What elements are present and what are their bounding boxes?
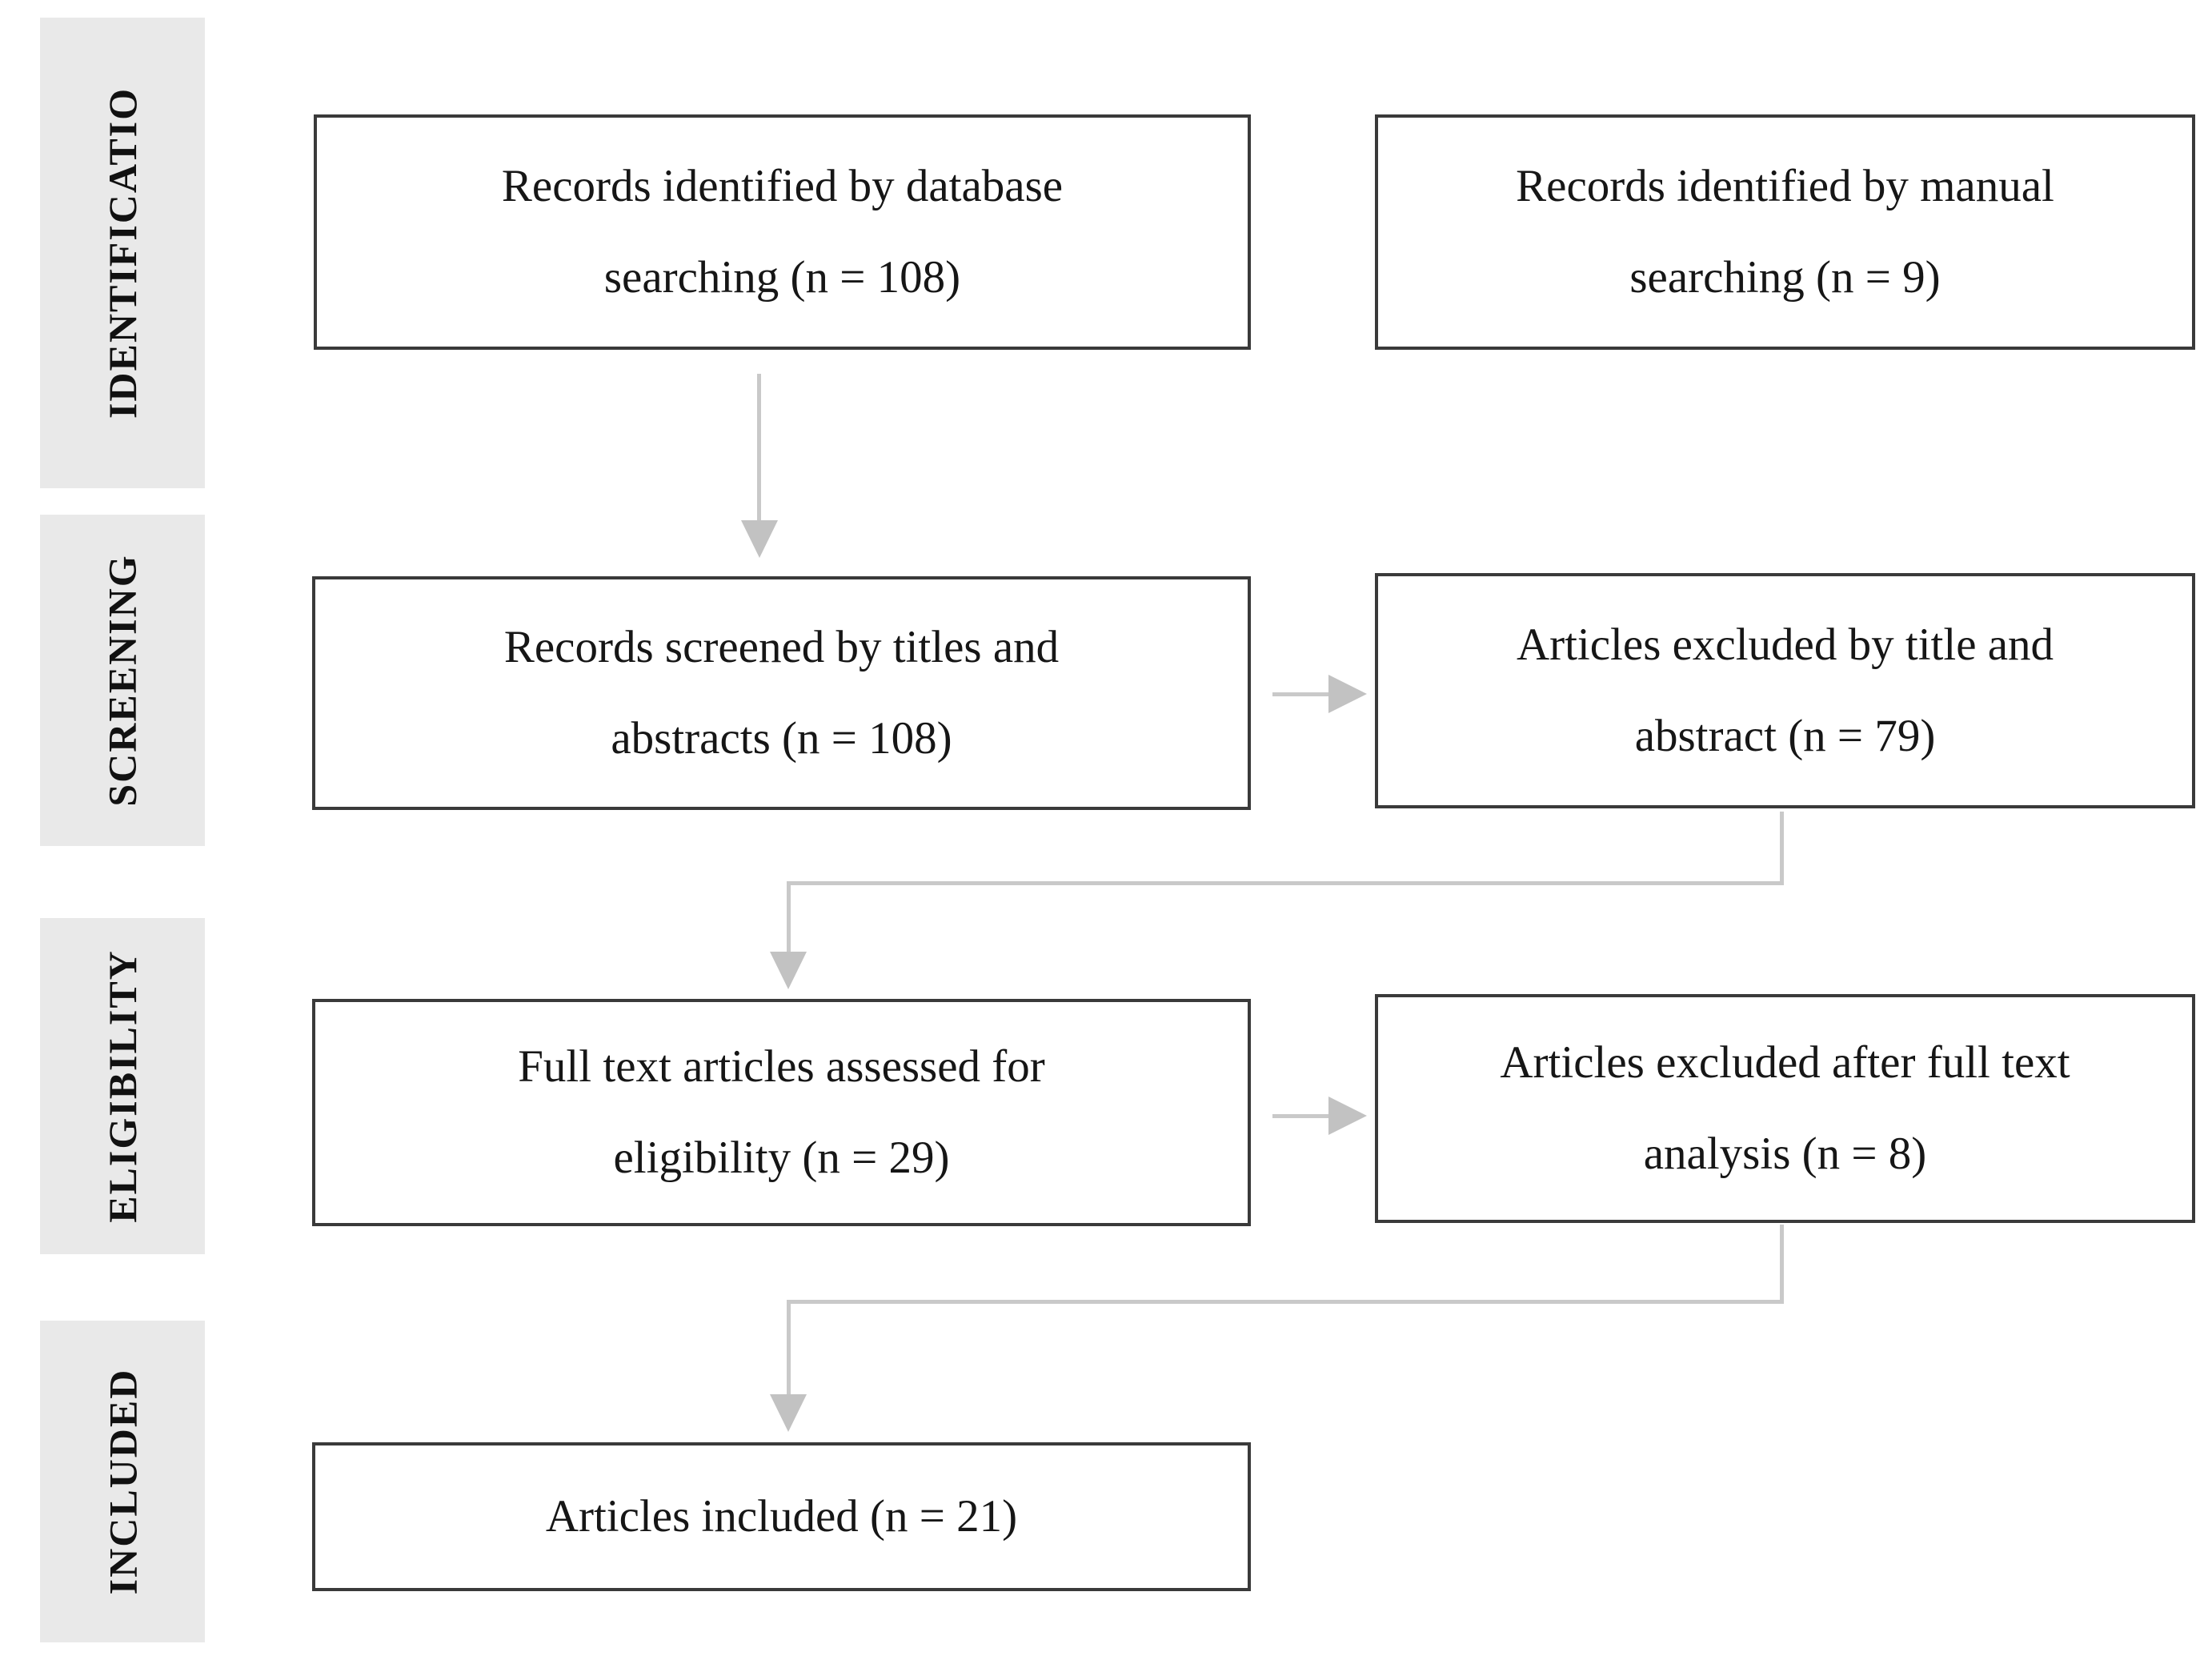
arrowhead-down-icon [770, 1394, 807, 1432]
flow-box-articles-included: Articles included (n = 21) [312, 1442, 1251, 1591]
arrow-line-screened-to-excluded [1272, 692, 1330, 696]
arrowhead-down-icon [770, 952, 807, 989]
flow-box-text-line: Articles excluded after full text [1500, 1037, 2070, 1088]
flow-box-text-line: abstract (n = 79) [1634, 711, 1936, 761]
stage-label-eligibility-text: ELIGIBILITY [100, 949, 145, 1223]
arrowhead-right-icon [1328, 1097, 1367, 1135]
flow-box-text-line: Records screened by titles and [503, 622, 1060, 672]
stage-label-included: INCLUDED [40, 1321, 205, 1642]
arrow-line-fulltext-to-excluded [1272, 1114, 1330, 1118]
stage-label-identification: IDENTIFICATIO [40, 18, 205, 488]
stage-label-screening: SCREENING [40, 515, 205, 846]
flow-box-records-identified-manual: Records identified by manual searching (… [1375, 114, 2195, 350]
flow-box-text-line: Articles excluded by title and [1516, 619, 2054, 670]
flow-box-articles-excluded-fulltext: Articles excluded after full text analys… [1375, 994, 2195, 1223]
stage-label-screening-text: SCREENING [100, 554, 146, 807]
flow-box-text-line: Records identified by manual [1516, 161, 2054, 211]
stage-label-included-text: INCLUDED [100, 1368, 146, 1595]
flow-box-text-line: Full text articles assessed for [518, 1041, 1045, 1092]
flow-box-text-line: Records identified by database [501, 161, 1064, 211]
elbow-line-fulltext-to-included-horizontal [787, 1300, 1784, 1304]
elbow-line-excluded-to-fulltext-vertical [1780, 812, 1784, 885]
stage-label-eligibility: ELIGIBILITY [40, 918, 205, 1254]
flow-box-text-line: Articles included (n = 21) [545, 1491, 1018, 1542]
flow-box-text-line: abstracts (n = 108) [611, 713, 952, 764]
stage-label-identification-text: IDENTIFICATIO [100, 86, 146, 419]
flow-box-text-line: searching (n = 108) [603, 252, 961, 303]
arrowhead-down-icon [741, 520, 778, 558]
elbow-line-fulltext-to-included-vertical [1780, 1225, 1784, 1303]
flow-box-text-line: searching (n = 9) [1629, 252, 1941, 303]
flow-box-full-text-assessed: Full text articles assessed for eligibil… [312, 999, 1251, 1226]
flow-box-text-line: analysis (n = 8) [1643, 1129, 1927, 1179]
flow-box-records-screened: Records screened by titles and abstracts… [312, 576, 1251, 810]
elbow-line-excluded-to-fulltext-horizontal [787, 881, 1784, 885]
flow-box-text-line: eligibility (n = 29) [613, 1133, 950, 1183]
arrowhead-right-icon [1328, 675, 1367, 713]
elbow-line-excluded-to-fulltext-drop [787, 881, 791, 953]
flow-box-articles-excluded-title: Articles excluded by title and abstract … [1375, 573, 2195, 808]
arrow-line-identification-to-screening [757, 374, 761, 522]
elbow-line-fulltext-to-included-drop [787, 1300, 791, 1396]
flow-box-records-identified-database: Records identified by database searching… [314, 114, 1251, 350]
